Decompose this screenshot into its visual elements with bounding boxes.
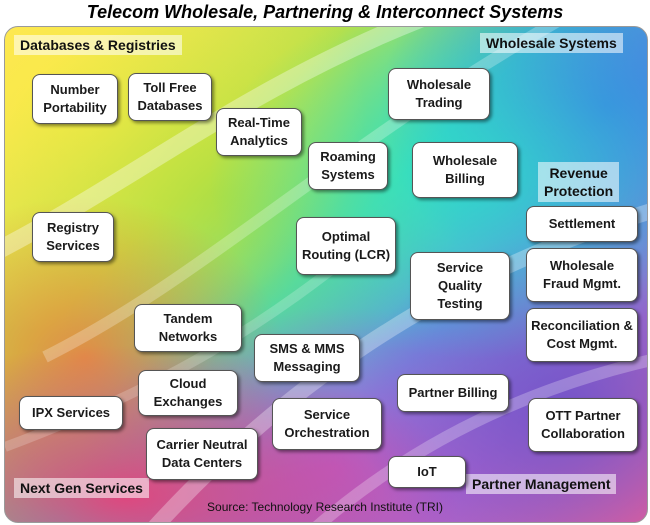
box-service-quality-testing: Service Quality Testing <box>410 252 510 320</box>
corner-label-next-gen: Next Gen Services <box>14 478 149 498</box>
corner-label-partner-mgmt: Partner Management <box>466 474 617 494</box>
diagram-title: Telecom Wholesale, Partnering & Intercon… <box>86 2 564 22</box>
box-cloud-exchanges: Cloud Exchanges <box>138 370 238 416</box>
box-ipx-services: IPX Services <box>19 396 123 430</box>
box-ott-partner: OTT Partner Collaboration <box>528 398 638 452</box>
box-carrier-neutral: Carrier Neutral Data Centers <box>146 428 258 480</box>
corner-label-wholesale-systems: Wholesale Systems <box>480 33 623 53</box>
box-partner-billing: Partner Billing <box>397 374 509 412</box>
box-tandem-networks: Tandem Networks <box>134 304 242 352</box>
corner-label-revenue-protection: Revenue Protection <box>538 162 620 202</box>
box-wholesale-billing: Wholesale Billing <box>412 142 518 198</box>
box-sms-mms: SMS & MMS Messaging <box>254 334 360 382</box>
box-roaming-systems: Roaming Systems <box>308 142 388 190</box>
box-registry-services: Registry Services <box>32 212 114 262</box>
box-number-portability: Number Portability <box>32 74 118 124</box>
box-service-orchestration: Service Orchestration <box>272 398 382 450</box>
box-iot: IoT <box>388 456 466 488</box>
box-real-time-analytics: Real-Time Analytics <box>216 108 302 156</box>
box-wholesale-trading: Wholesale Trading <box>388 68 490 120</box>
box-toll-free: Toll Free Databases <box>128 73 212 121</box>
box-optimal-routing: Optimal Routing (LCR) <box>296 217 396 275</box>
box-wholesale-fraud: Wholesale Fraud Mgmt. <box>526 248 638 302</box>
box-settlement: Settlement <box>526 206 638 242</box>
box-reconciliation: Reconciliation & Cost Mgmt. <box>526 308 638 362</box>
corner-label-databases: Databases & Registries <box>14 35 182 55</box>
source-caption: Source: Technology Research Institute (T… <box>207 500 443 514</box>
